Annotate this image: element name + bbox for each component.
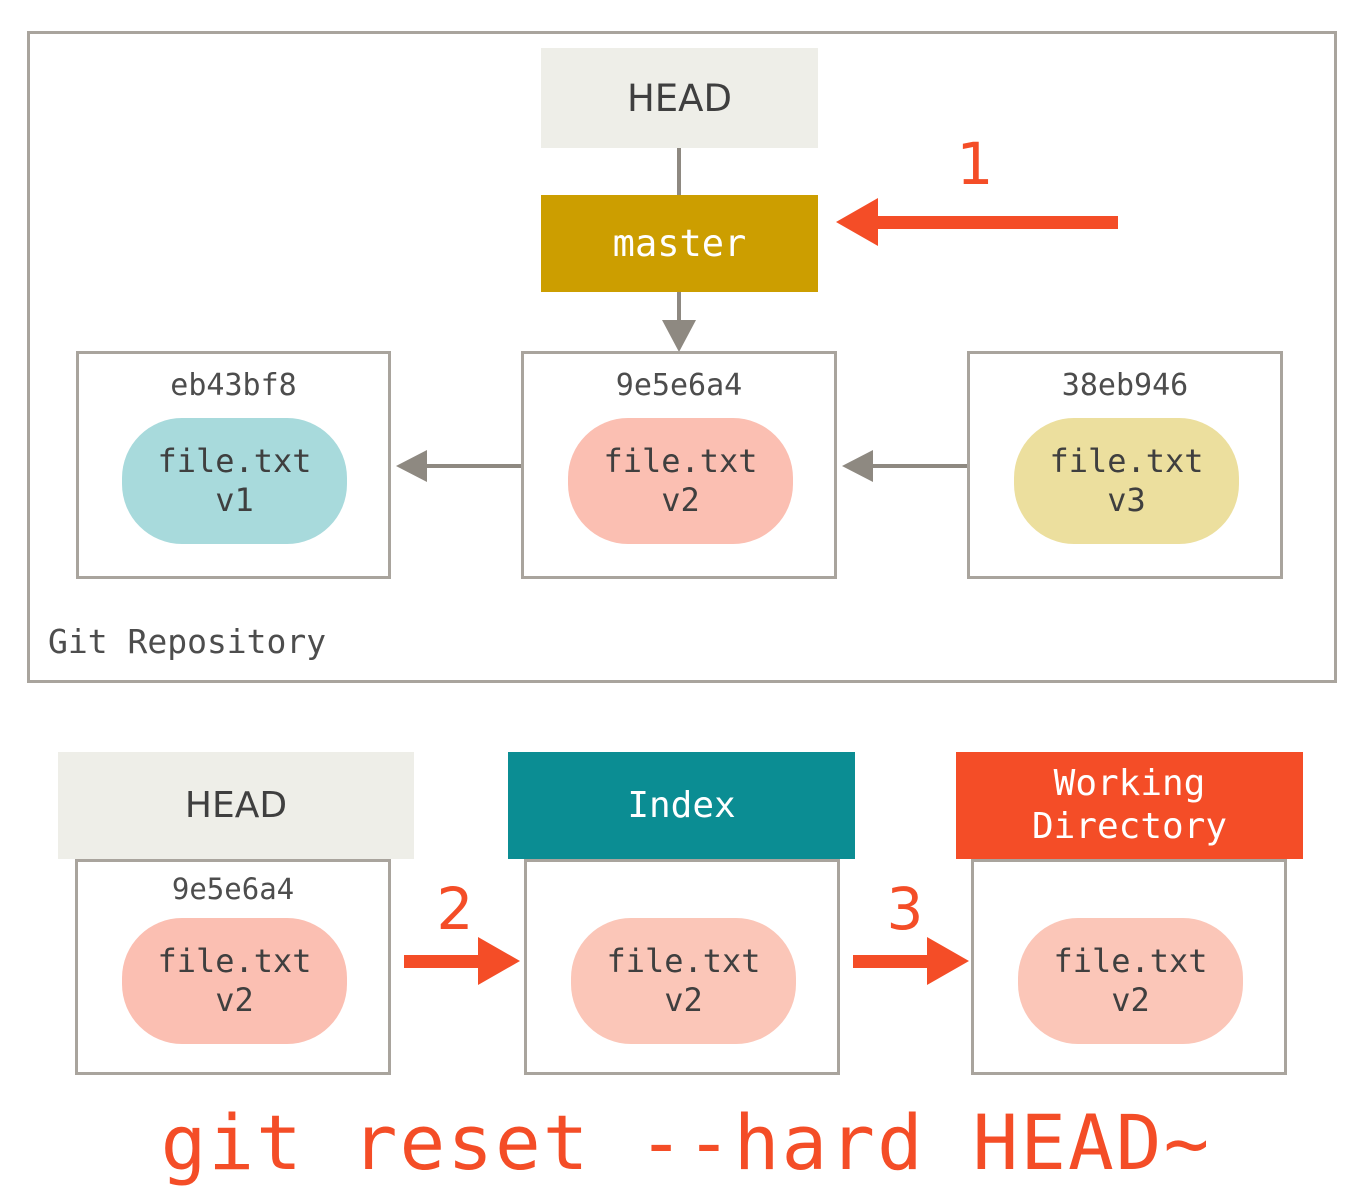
stage-box-working-directory: file.txt v2 — [971, 859, 1287, 1075]
blob-filename: file.txt — [157, 441, 312, 480]
command-caption: git reset --hard HEAD~ — [160, 1098, 1212, 1187]
stage-box-head: 9e5e6a4 file.txt v2 — [75, 859, 391, 1075]
blob-version: v2 — [661, 481, 700, 519]
blob-filename: file.txt — [1049, 441, 1204, 480]
commit-box-9e5e6a4: 9e5e6a4 file.txt v2 — [521, 351, 837, 579]
head-pointer-box: HEAD — [541, 48, 818, 148]
stage-header-working-directory: Working Directory — [956, 752, 1303, 859]
commit-box-eb43bf8: eb43bf8 file.txt v1 — [76, 351, 391, 579]
file-blob: file.txt v2 — [568, 418, 793, 544]
blob-version: v2 — [1111, 981, 1150, 1019]
commit-box-38eb946: 38eb946 file.txt v3 — [967, 351, 1283, 579]
blob-version: v2 — [215, 981, 254, 1019]
commit-hash-label: 38eb946 — [1061, 368, 1189, 403]
step-3-arrowhead — [927, 937, 969, 985]
head-to-master-line — [677, 148, 681, 195]
stage-hash-label: 9e5e6a4 — [171, 872, 295, 906]
commit-hash-label: eb43bf8 — [170, 368, 297, 403]
file-blob: file.txt v2 — [122, 918, 347, 1044]
stage-title-line-1: Working — [1053, 763, 1206, 805]
master-to-commit-line — [677, 292, 681, 328]
stage-header-head: HEAD — [58, 752, 414, 859]
commit-link-arrowhead-2 — [842, 450, 873, 482]
master-branch-box: master — [541, 195, 818, 292]
file-blob: file.txt v1 — [122, 418, 347, 544]
stage-header-index: Index — [508, 752, 855, 859]
blob-filename: file.txt — [606, 941, 761, 980]
commit-link-arrowhead-1 — [396, 450, 427, 482]
blob-version: v2 — [664, 981, 703, 1019]
blob-filename: file.txt — [157, 941, 312, 980]
blob-version: v3 — [1107, 481, 1146, 519]
stage-box-index: file.txt v2 — [524, 859, 840, 1075]
commit-link-line-3-to-2 — [873, 464, 968, 468]
file-blob: file.txt v2 — [1018, 918, 1243, 1044]
step-1-number: 1 — [956, 130, 994, 198]
step-1-arrowhead — [836, 198, 878, 246]
file-blob: file.txt v2 — [571, 918, 796, 1044]
stage-title-line-2: Directory — [1031, 805, 1228, 847]
step-2-arrow-line — [404, 955, 482, 968]
step-1-arrow-line — [878, 216, 1118, 229]
master-branch-label: master — [612, 222, 747, 265]
step-2-arrowhead — [478, 937, 520, 985]
head-pointer-label: HEAD — [626, 76, 732, 120]
commit-hash-label: 9e5e6a4 — [615, 368, 743, 403]
commit-link-line-2-to-1 — [427, 464, 522, 468]
master-to-commit-arrowhead — [662, 320, 696, 352]
blob-filename: file.txt — [603, 441, 758, 480]
blob-version: v1 — [215, 481, 254, 519]
step-3-arrow-line — [853, 955, 931, 968]
blob-filename: file.txt — [1053, 941, 1208, 980]
file-blob: file.txt v3 — [1014, 418, 1239, 544]
step-3-number: 3 — [886, 875, 924, 943]
stage-title-label: Index — [627, 785, 736, 826]
stage-title-label: HEAD — [184, 785, 288, 826]
git-repository-label: Git Repository — [48, 622, 327, 661]
step-2-number: 2 — [436, 875, 474, 943]
